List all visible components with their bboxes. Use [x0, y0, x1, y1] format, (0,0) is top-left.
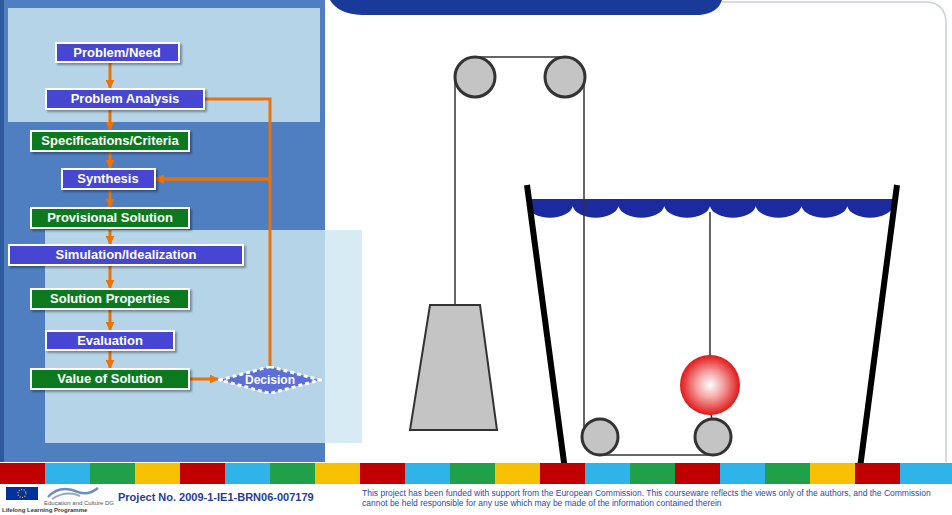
strip-segment: [675, 463, 720, 484]
process-box: Value of Solution: [30, 368, 190, 390]
strip-segment: [360, 463, 405, 484]
node-text: Problem Analysis: [71, 91, 180, 107]
strip-segment: [630, 463, 675, 484]
strip-segment: [405, 463, 450, 484]
pulley: [695, 419, 731, 455]
strip-segment: [90, 463, 135, 484]
pulley: [545, 57, 585, 97]
flow-arrow: [109, 110, 112, 130]
diamond-shape: [220, 367, 320, 394]
process-box: Evaluation: [45, 330, 175, 351]
strip-segment: [315, 463, 360, 484]
colour-strip: [0, 463, 952, 484]
process-box: Simulation/Idealization: [8, 244, 244, 266]
process-box: Problem/Need: [55, 42, 180, 63]
rope: [583, 77, 585, 437]
strip-segment: [225, 463, 270, 484]
process-box: Provisional Solution: [30, 207, 190, 229]
strip-segment: [0, 463, 45, 484]
strip-segment: [810, 463, 855, 484]
rope: [454, 77, 456, 305]
flow-arrow: [109, 63, 112, 88]
disclaimer: This project has been funded with suppor…: [362, 488, 947, 508]
strip-segment: [900, 463, 952, 484]
process-box: Synthesis: [61, 168, 156, 190]
strip-segment: [720, 463, 765, 484]
flow-arrow: [109, 351, 112, 368]
rope: [600, 454, 713, 456]
tank: [527, 185, 897, 470]
strip-segment: [135, 463, 180, 484]
eu-flag: [6, 487, 38, 500]
flow-arrow: [109, 266, 112, 288]
overlay-panel: [8, 8, 320, 122]
strip-segment: [585, 463, 630, 484]
strip-segment: [540, 463, 585, 484]
node-text: Synthesis: [77, 171, 138, 187]
logo-caption: Education and Culture DG: [44, 500, 114, 506]
strip-segment: [45, 463, 90, 484]
strip-segment: [180, 463, 225, 484]
string: [709, 212, 711, 356]
process-box: Specifications/Criteria: [30, 130, 190, 152]
flow-arrow: [109, 152, 112, 168]
flow-arrow: [109, 190, 112, 207]
node-text: Solution Properties: [50, 291, 170, 307]
strip-segment: [855, 463, 900, 484]
node-text: Specifications/Criteria: [41, 133, 178, 149]
logo-caption: Lifelong Learning Programme: [2, 507, 87, 514]
node-text: Simulation/Idealization: [56, 247, 197, 263]
header-band: [330, 0, 722, 15]
rope: [475, 56, 565, 58]
strip-segment: [450, 463, 495, 484]
submerged-ball: [680, 355, 740, 415]
slide-frame: [722, 2, 946, 462]
project-number: Project No. 2009-1-IE1-BRN06-007179: [118, 491, 314, 504]
decision-diamond: Decision: [218, 366, 322, 394]
pulley: [582, 419, 618, 455]
node-text: Value of Solution: [57, 371, 162, 387]
strip-segment: [765, 463, 810, 484]
flow-arrow: [109, 229, 112, 244]
eu-stars: [18, 490, 26, 498]
panel-edge: [0, 0, 4, 462]
strip-segment: [270, 463, 315, 484]
strip-segment: [495, 463, 540, 484]
node-text: Problem/Need: [73, 45, 160, 61]
llp-logo: [52, 494, 80, 499]
process-box: Problem Analysis: [45, 88, 205, 110]
llp-logo: [48, 488, 98, 497]
flow-arrow: [190, 378, 218, 381]
node-text: Provisional Solution: [47, 210, 173, 226]
node-text: Decision: [245, 372, 295, 388]
flow-arrow: [109, 310, 112, 330]
node-text: Evaluation: [77, 333, 143, 349]
pulley: [455, 57, 495, 97]
counterweight: [410, 305, 497, 430]
process-box: Solution Properties: [30, 288, 190, 310]
